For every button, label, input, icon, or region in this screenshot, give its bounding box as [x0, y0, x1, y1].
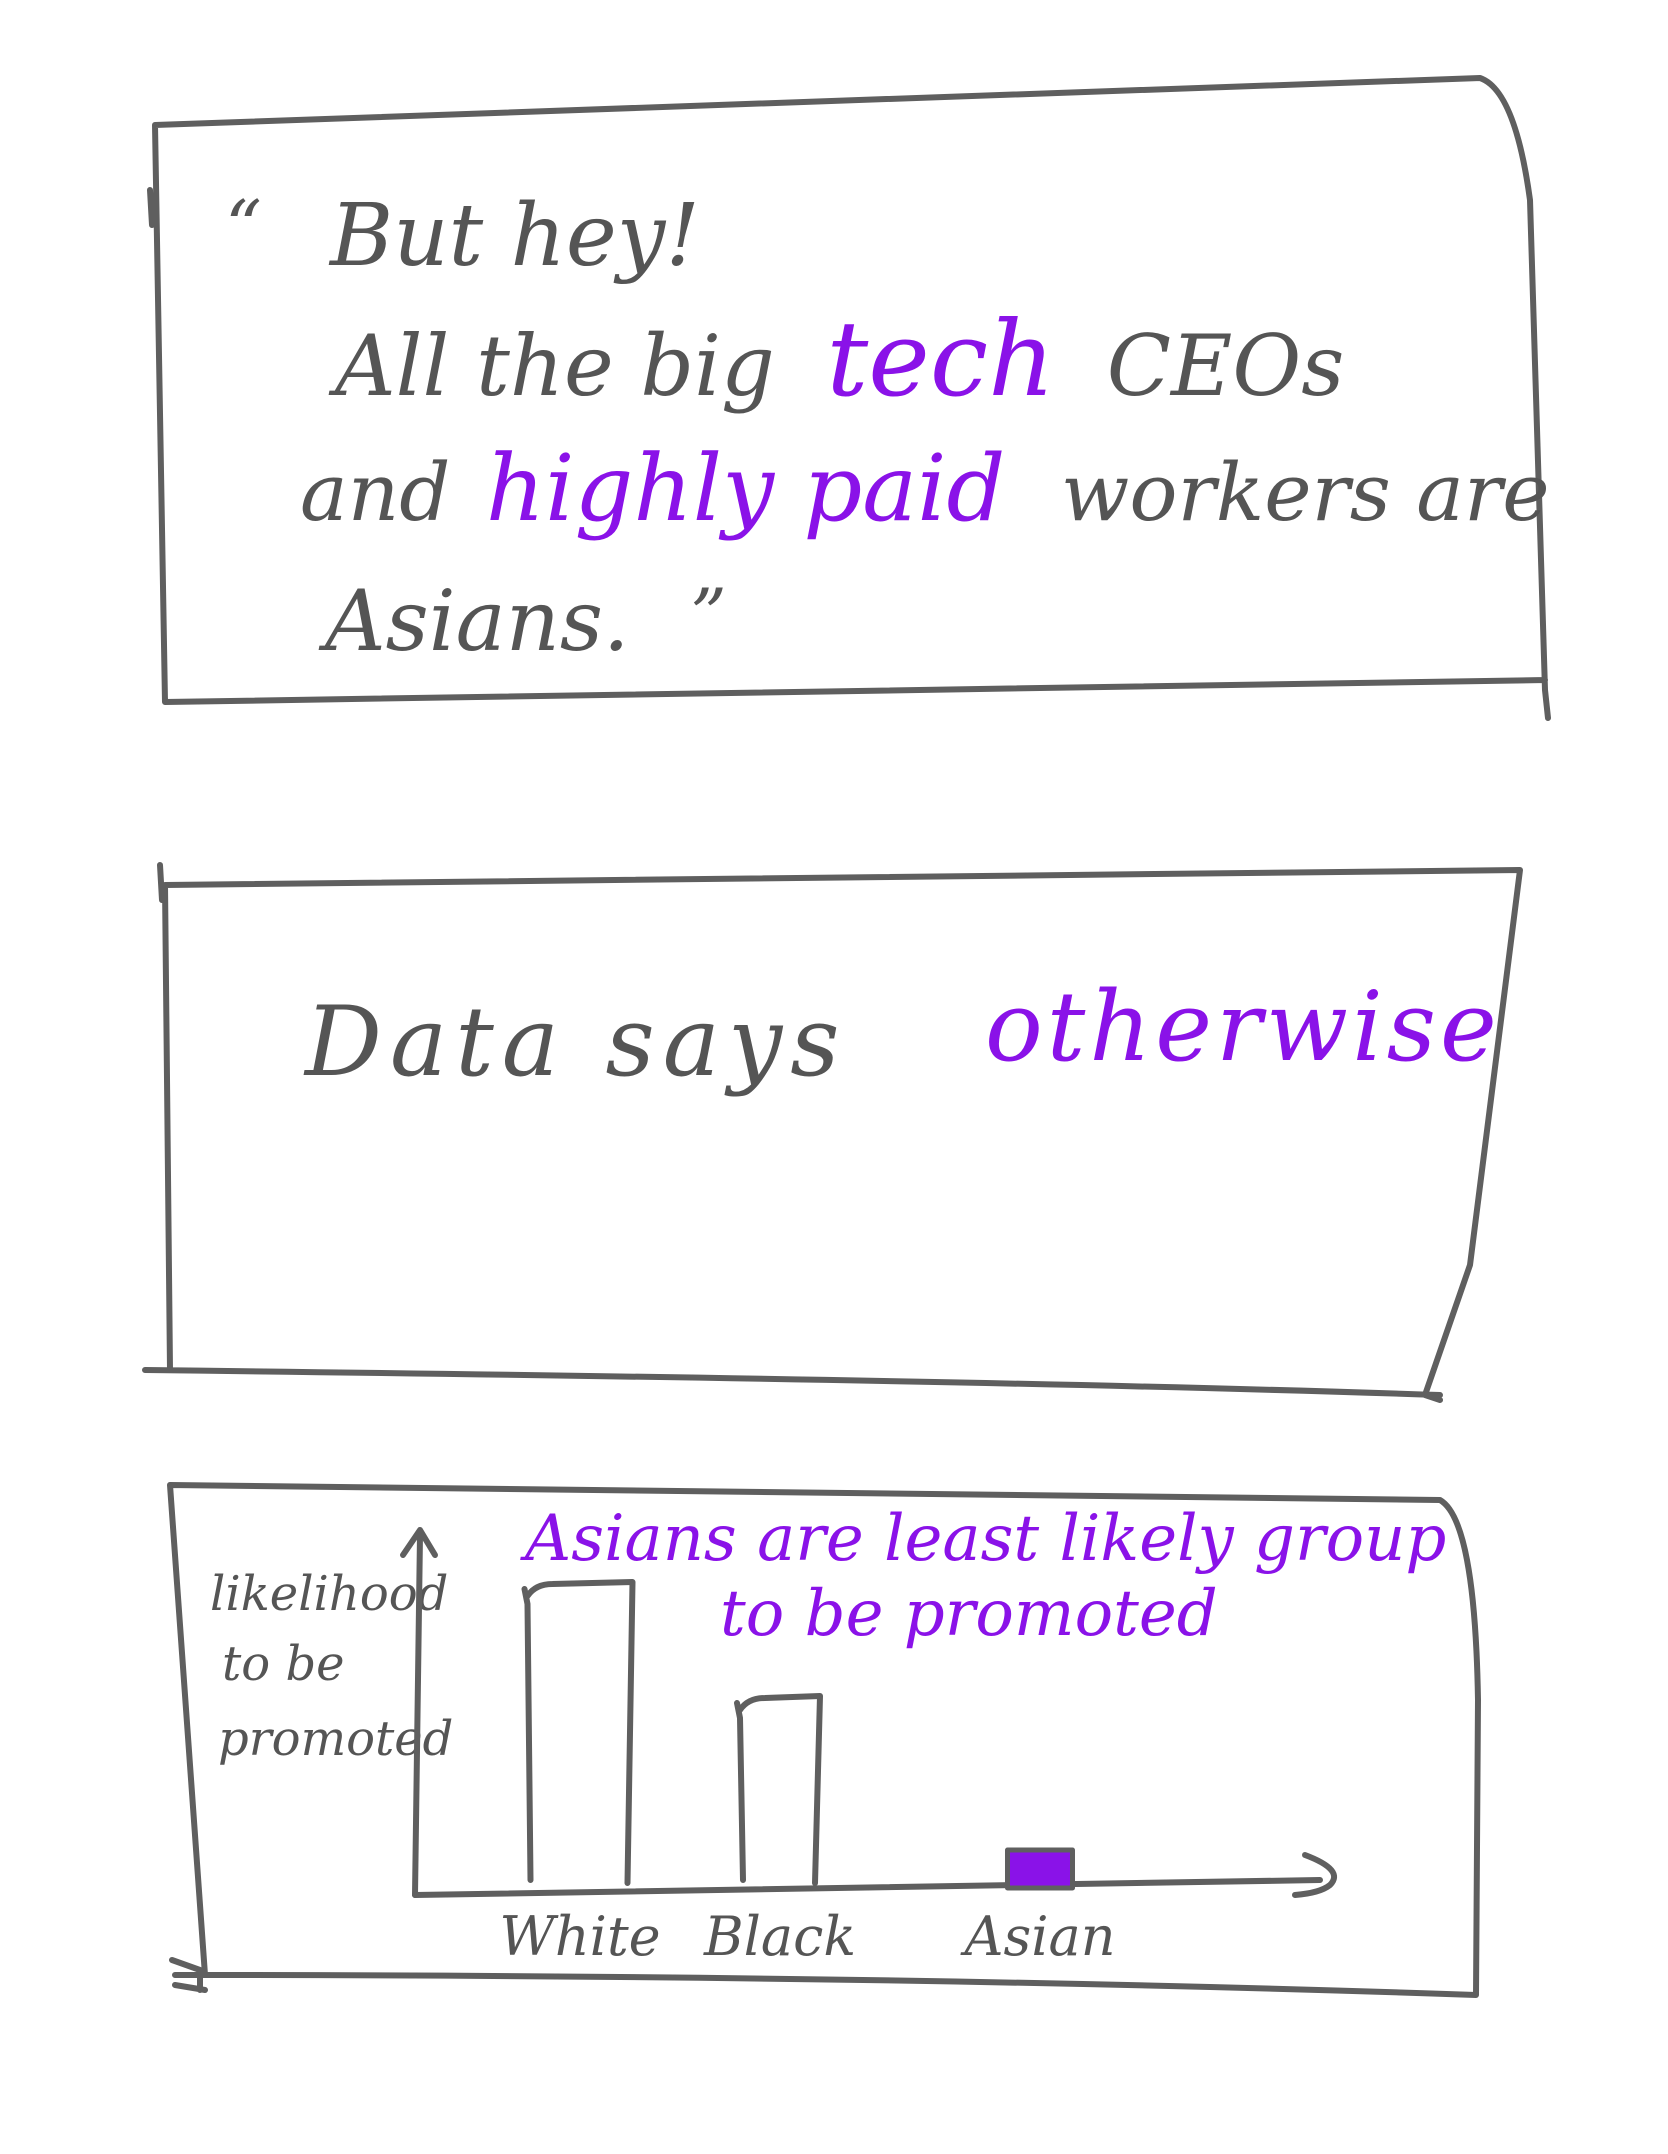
bar-white — [521, 1579, 636, 1886]
quote-line-3: and highly paid workers are — [300, 435, 1550, 542]
quote-highlight-tech: tech — [826, 298, 1055, 420]
quote-highlight-highly-paid: highly paid — [486, 435, 1006, 542]
quote-open-mark: “ — [225, 185, 262, 269]
x-axis — [412, 1877, 1323, 1898]
bar-asian — [1005, 1847, 1075, 1891]
data-says-text: Data says — [303, 986, 848, 1098]
y-axis-arrowhead — [400, 1527, 438, 1558]
y-axis — [412, 1532, 423, 1898]
quote-line-3-end: workers are — [1061, 446, 1550, 539]
x-tick-label-asian: Asian — [960, 1905, 1116, 1968]
otherwise-text: otherwise — [985, 971, 1501, 1083]
bar-black — [734, 1693, 823, 1886]
chart-x-tick-labels: White Black Asian — [499, 1905, 1115, 1968]
quote-line-2-start: All the big — [328, 317, 775, 415]
x-axis-arrowhead — [1292, 1852, 1338, 1898]
panel-data-frame — [142, 862, 1523, 1403]
quote-line-3-start: and — [300, 446, 450, 539]
quote-line-2: All the big tech CEOs — [328, 298, 1344, 420]
y-axis-label-line-2: to be — [222, 1636, 345, 1692]
panel-chart-frame — [167, 1482, 1481, 1998]
x-tick-label-white: White — [499, 1905, 660, 1968]
x-tick-label-black: Black — [703, 1905, 856, 1968]
chart-title-line-2: to be promoted — [720, 1577, 1218, 1651]
y-axis-label-line-1: likelihood — [210, 1566, 448, 1622]
chart-bars — [521, 1579, 1075, 1891]
panel-quote-frame — [147, 75, 1551, 721]
panel-data: Data says otherwise — [142, 862, 1523, 1403]
quote-close-mark: ” — [690, 573, 727, 657]
quote-line-4: Asians. — [318, 572, 630, 670]
panel-chart: Asians are least likely group to be prom… — [167, 1482, 1481, 1998]
quote-line-1: But hey! — [328, 186, 700, 286]
quote-line-2-end: CEOs — [1107, 317, 1345, 415]
chart-title-line-1: Asians are least likely group — [520, 1502, 1446, 1576]
panel-quote: “ But hey! All the big tech CEOs and hig… — [147, 75, 1551, 721]
